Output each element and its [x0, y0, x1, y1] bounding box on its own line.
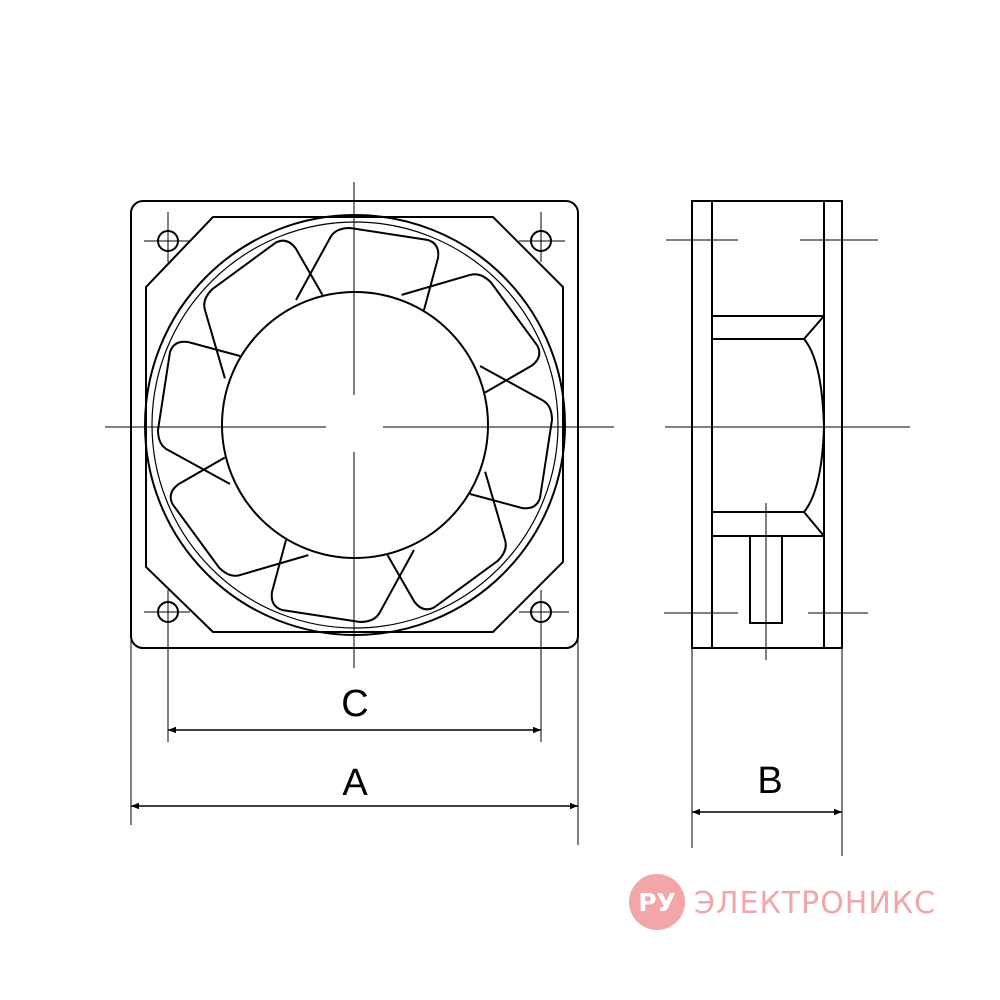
brand-logo-circle [629, 874, 685, 930]
fan-hub [221, 291, 489, 559]
fan-blade [270, 539, 415, 624]
dimension-b-label: B [757, 760, 782, 802]
fan-blade [295, 226, 440, 311]
center-lines [105, 182, 614, 668]
side-view [664, 200, 910, 660]
mounting-hole [519, 212, 565, 262]
front-view [105, 182, 614, 742]
brand-watermark: РУ ЭЛЕКТРОНИКС [629, 874, 936, 930]
dimension-c-label: C [341, 683, 368, 725]
side-frame-outline [691, 200, 843, 649]
fan-blade [203, 239, 324, 379]
dimension-a-label: A [342, 762, 368, 804]
mounting-holes [144, 212, 569, 742]
fan-blade [169, 456, 309, 577]
mounting-hole [519, 590, 569, 742]
frame-inner-octagon [145, 216, 564, 633]
motor-body [712, 315, 826, 537]
mounting-hole [144, 212, 190, 262]
mounting-hole [144, 590, 190, 742]
fan-blade [469, 365, 554, 510]
fan-blades [156, 226, 554, 624]
side-center-lines [664, 239, 910, 660]
fan-blade [401, 273, 541, 394]
brand-logo-text: РУ [638, 888, 676, 917]
dimension-lines: C A B [130, 630, 843, 856]
fan-blade [386, 471, 507, 611]
shroud-outer-ring [144, 214, 566, 636]
brand-name: ЭЛЕКТРОНИКС [694, 886, 936, 921]
shroud-inner-ring [151, 221, 559, 629]
fan-blade [156, 340, 241, 485]
